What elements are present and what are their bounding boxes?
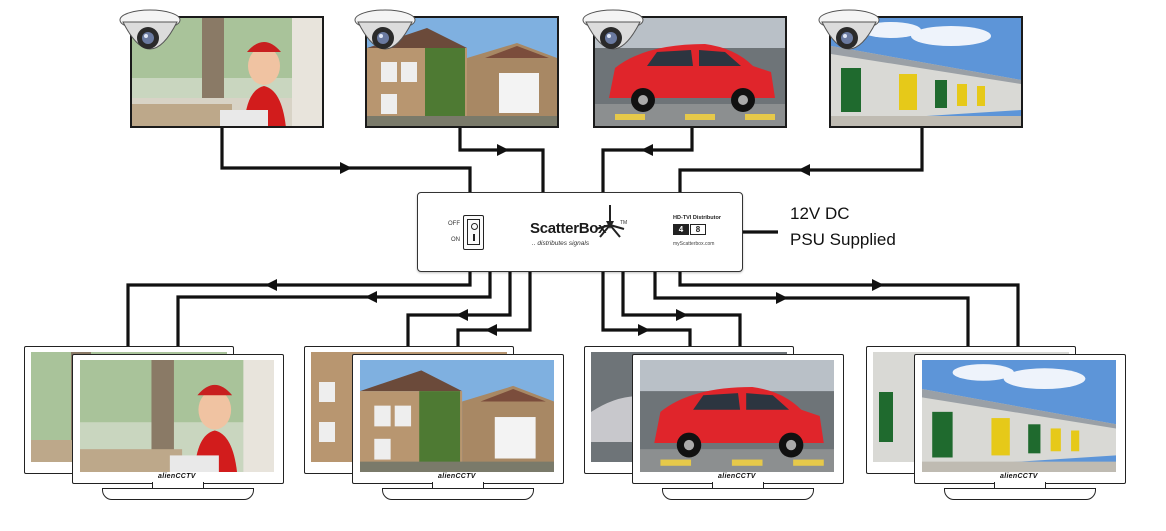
- monitor-brand-logo: alienCCTV: [438, 473, 476, 480]
- arrow-1: [340, 162, 352, 174]
- camera-feed-4: [829, 16, 1023, 128]
- monitor-brand-logo: alienCCTV: [718, 473, 756, 480]
- wire-camera-2: [458, 126, 545, 193]
- website-label: myScatterbox.com: [673, 241, 715, 247]
- switch-on-label: ON: [451, 237, 460, 243]
- dome-camera-icon: [354, 9, 416, 50]
- camera-feed-2: [365, 16, 559, 128]
- arrow-3: [641, 144, 653, 156]
- arrow-10: [676, 309, 688, 321]
- wire-out-5: [601, 270, 692, 348]
- arrow-9: [638, 324, 650, 336]
- input-count: 4: [673, 224, 689, 235]
- scatter-arrows-icon: [595, 205, 625, 238]
- power-switch[interactable]: [463, 215, 484, 250]
- wire-out-8: [678, 270, 1020, 348]
- trademark: TM: [620, 220, 628, 226]
- brand-name: ScatterBox: [530, 220, 607, 237]
- wire-out-7: [653, 270, 970, 348]
- dome-camera-icon: [119, 9, 181, 50]
- power-switch-rocker: [467, 219, 480, 245]
- monitor-1: alienCCTV: [72, 354, 284, 524]
- psu-voltage-label: 12V DC: [790, 204, 850, 223]
- arrow-7: [456, 309, 468, 321]
- arrow-11: [776, 292, 788, 304]
- wire-camera-1: [220, 126, 472, 193]
- arrow-2: [497, 144, 509, 156]
- monitor-brand-logo: alienCCTV: [1000, 473, 1038, 480]
- arrow-4: [798, 164, 810, 176]
- output-count: 8: [690, 224, 706, 235]
- scatterbox-distributor: OFF ON ScatterBox TM .. distributes sign…: [417, 192, 743, 272]
- dome-camera-icon: [582, 9, 644, 50]
- monitor-brand-logo: alienCCTV: [158, 473, 196, 480]
- switch-off-label: OFF: [448, 221, 460, 227]
- wire-out-2: [176, 270, 492, 348]
- dome-camera-icon: [818, 9, 880, 50]
- monitor-2: alienCCTV: [352, 354, 564, 524]
- psu-supplied-label: PSU Supplied: [790, 230, 896, 249]
- wire-out-1: [126, 270, 472, 348]
- wire-camera-4: [678, 126, 924, 193]
- model-label: HD-TVI Distributor: [673, 215, 721, 221]
- power-off-icon: [471, 223, 478, 230]
- monitor-3: alienCCTV: [632, 354, 844, 524]
- arrow-8: [485, 324, 497, 336]
- arrow-12: [872, 279, 884, 291]
- brand-tagline: .. distributes signals: [532, 240, 590, 247]
- arrow-5: [265, 279, 277, 291]
- arrow-6: [365, 291, 377, 303]
- power-on-icon: [473, 234, 475, 241]
- monitor-4: alienCCTV: [914, 354, 1126, 524]
